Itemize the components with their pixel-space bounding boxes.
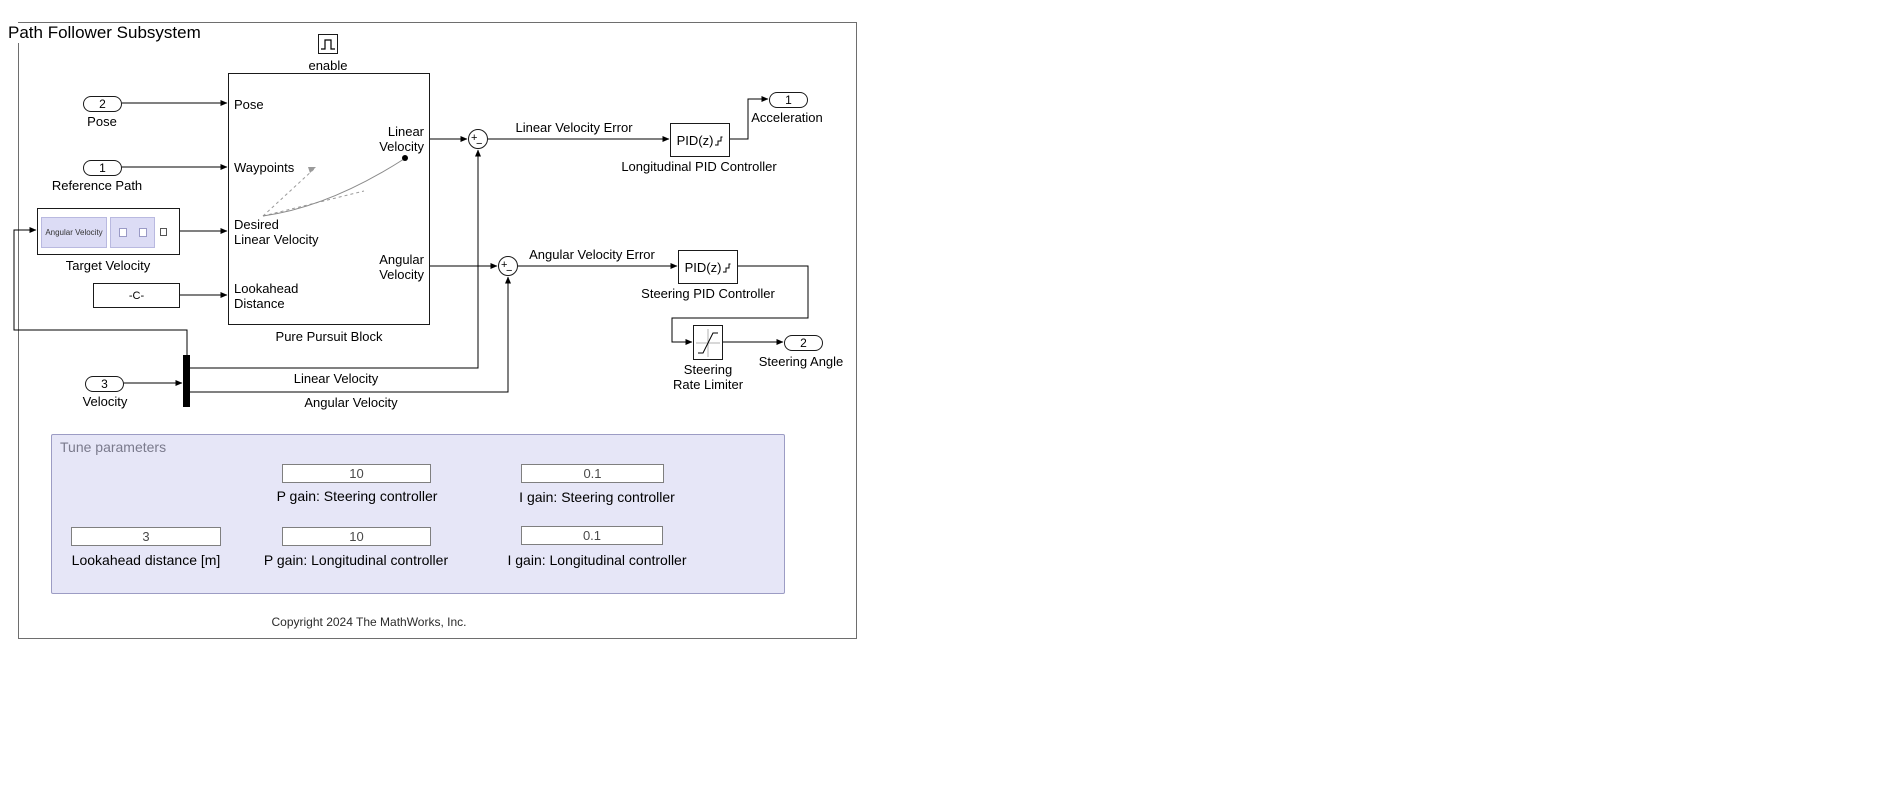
i-gain-steering-label: I gain: Steering controller: [519, 489, 675, 505]
rate-limiter-icon: [696, 329, 720, 357]
outport-steering-angle-number: 2: [800, 336, 807, 350]
discrete-step-icon: [723, 263, 731, 273]
pure-pursuit-curve-icon: [262, 155, 408, 217]
signal-label-linear-velocity: Linear Velocity: [293, 371, 379, 386]
minus-sign: −: [506, 265, 513, 277]
enable-pulse-icon: [321, 39, 335, 50]
discrete-step-icon: [715, 136, 723, 146]
tune-parameters-panel: Tune parameters P gain: Steering control…: [51, 434, 785, 594]
sum-linear-velocity[interactable]: + −: [468, 129, 488, 150]
demux-bar[interactable]: [183, 355, 190, 407]
minus-sign: −: [476, 138, 483, 150]
outport-acceleration-label: Acceleration: [751, 110, 823, 125]
pp-in-lookahead-distance: Lookahead Distance: [234, 281, 299, 311]
steering-pid-label: Steering PID Controller: [641, 286, 775, 301]
rate-limiter-label: Steering Rate Limiter: [672, 362, 744, 392]
lookahead-distance-label: Lookahead distance [m]: [71, 552, 221, 568]
subsystem-preview-pane: Angular Velocity: [41, 217, 107, 248]
signal-label-linear-velocity-error: Linear Velocity Error: [515, 120, 633, 135]
inport-pose-label: Pose: [87, 114, 117, 129]
preview-outport-icon: [160, 228, 167, 236]
longitudinal-pid-label: Longitudinal PID Controller: [621, 159, 777, 174]
enable-port-block[interactable]: [318, 34, 338, 54]
pp-out-angular-velocity: Angular Velocity: [379, 252, 424, 282]
outport-acceleration-number: 1: [785, 93, 792, 107]
enable-label: enable: [308, 58, 348, 73]
i-gain-longitudinal-label: I gain: Longitudinal controller: [507, 552, 687, 568]
i-gain-steering-field[interactable]: [521, 464, 664, 483]
longitudinal-pid-block[interactable]: PID(z): [670, 123, 730, 157]
p-gain-steering-label: P gain: Steering controller: [276, 488, 438, 504]
lookahead-distance-field[interactable]: [71, 527, 221, 546]
subsystem-preview-pane: [110, 217, 155, 248]
constant-block[interactable]: -C-: [93, 283, 180, 308]
inport-velocity-label: Velocity: [82, 394, 128, 409]
target-velocity-label: Target Velocity: [65, 258, 151, 273]
p-gain-longitudinal-label: P gain: Longitudinal controller: [263, 552, 449, 568]
outport-steering-angle-label: Steering Angle: [758, 354, 844, 369]
inport-pose[interactable]: 2: [83, 96, 122, 112]
page-title: Path Follower Subsystem: [8, 23, 205, 43]
inport-reference-path-label: Reference Path: [51, 178, 143, 193]
preview-mini-block: [119, 228, 127, 237]
constant-value: -C-: [128, 289, 145, 302]
pid-text: PID(z): [684, 259, 722, 275]
target-velocity-subsystem[interactable]: Angular Velocity: [37, 208, 180, 255]
inport-reference-path[interactable]: 1: [83, 160, 122, 176]
sum-angular-velocity[interactable]: + −: [498, 256, 518, 277]
pure-pursuit-label: Pure Pursuit Block: [275, 329, 383, 344]
outport-acceleration[interactable]: 1: [769, 92, 808, 108]
subsystem-preview-label: Angular Velocity: [45, 228, 103, 237]
plus-sign: +: [471, 132, 478, 144]
pure-pursuit-block[interactable]: Pose Waypoints Desired Linear Velocity L…: [228, 73, 430, 325]
tune-parameters-title: Tune parameters: [60, 439, 167, 455]
pp-in-pose: Pose: [234, 97, 264, 112]
inport-reference-path-number: 1: [99, 161, 106, 175]
inport-pose-number: 2: [99, 97, 106, 111]
signal-label-angular-velocity: Angular Velocity: [304, 395, 398, 410]
copyright-annotation: Copyright 2024 The MathWorks, Inc.: [271, 615, 467, 629]
i-gain-longitudinal-field[interactable]: [521, 526, 663, 545]
preview-mini-block: [139, 228, 147, 237]
inport-velocity-number: 3: [101, 377, 108, 391]
signal-label-angular-velocity-error: Angular Velocity Error: [529, 247, 655, 262]
steering-rate-limiter-block[interactable]: [693, 325, 723, 360]
pid-text: PID(z): [676, 132, 714, 148]
p-gain-steering-field[interactable]: [282, 464, 431, 483]
p-gain-longitudinal-field[interactable]: [282, 527, 431, 546]
outport-steering-angle[interactable]: 2: [784, 335, 823, 351]
plus-sign: +: [501, 259, 508, 271]
inport-velocity[interactable]: 3: [85, 376, 124, 392]
steering-pid-block[interactable]: PID(z): [678, 250, 738, 284]
